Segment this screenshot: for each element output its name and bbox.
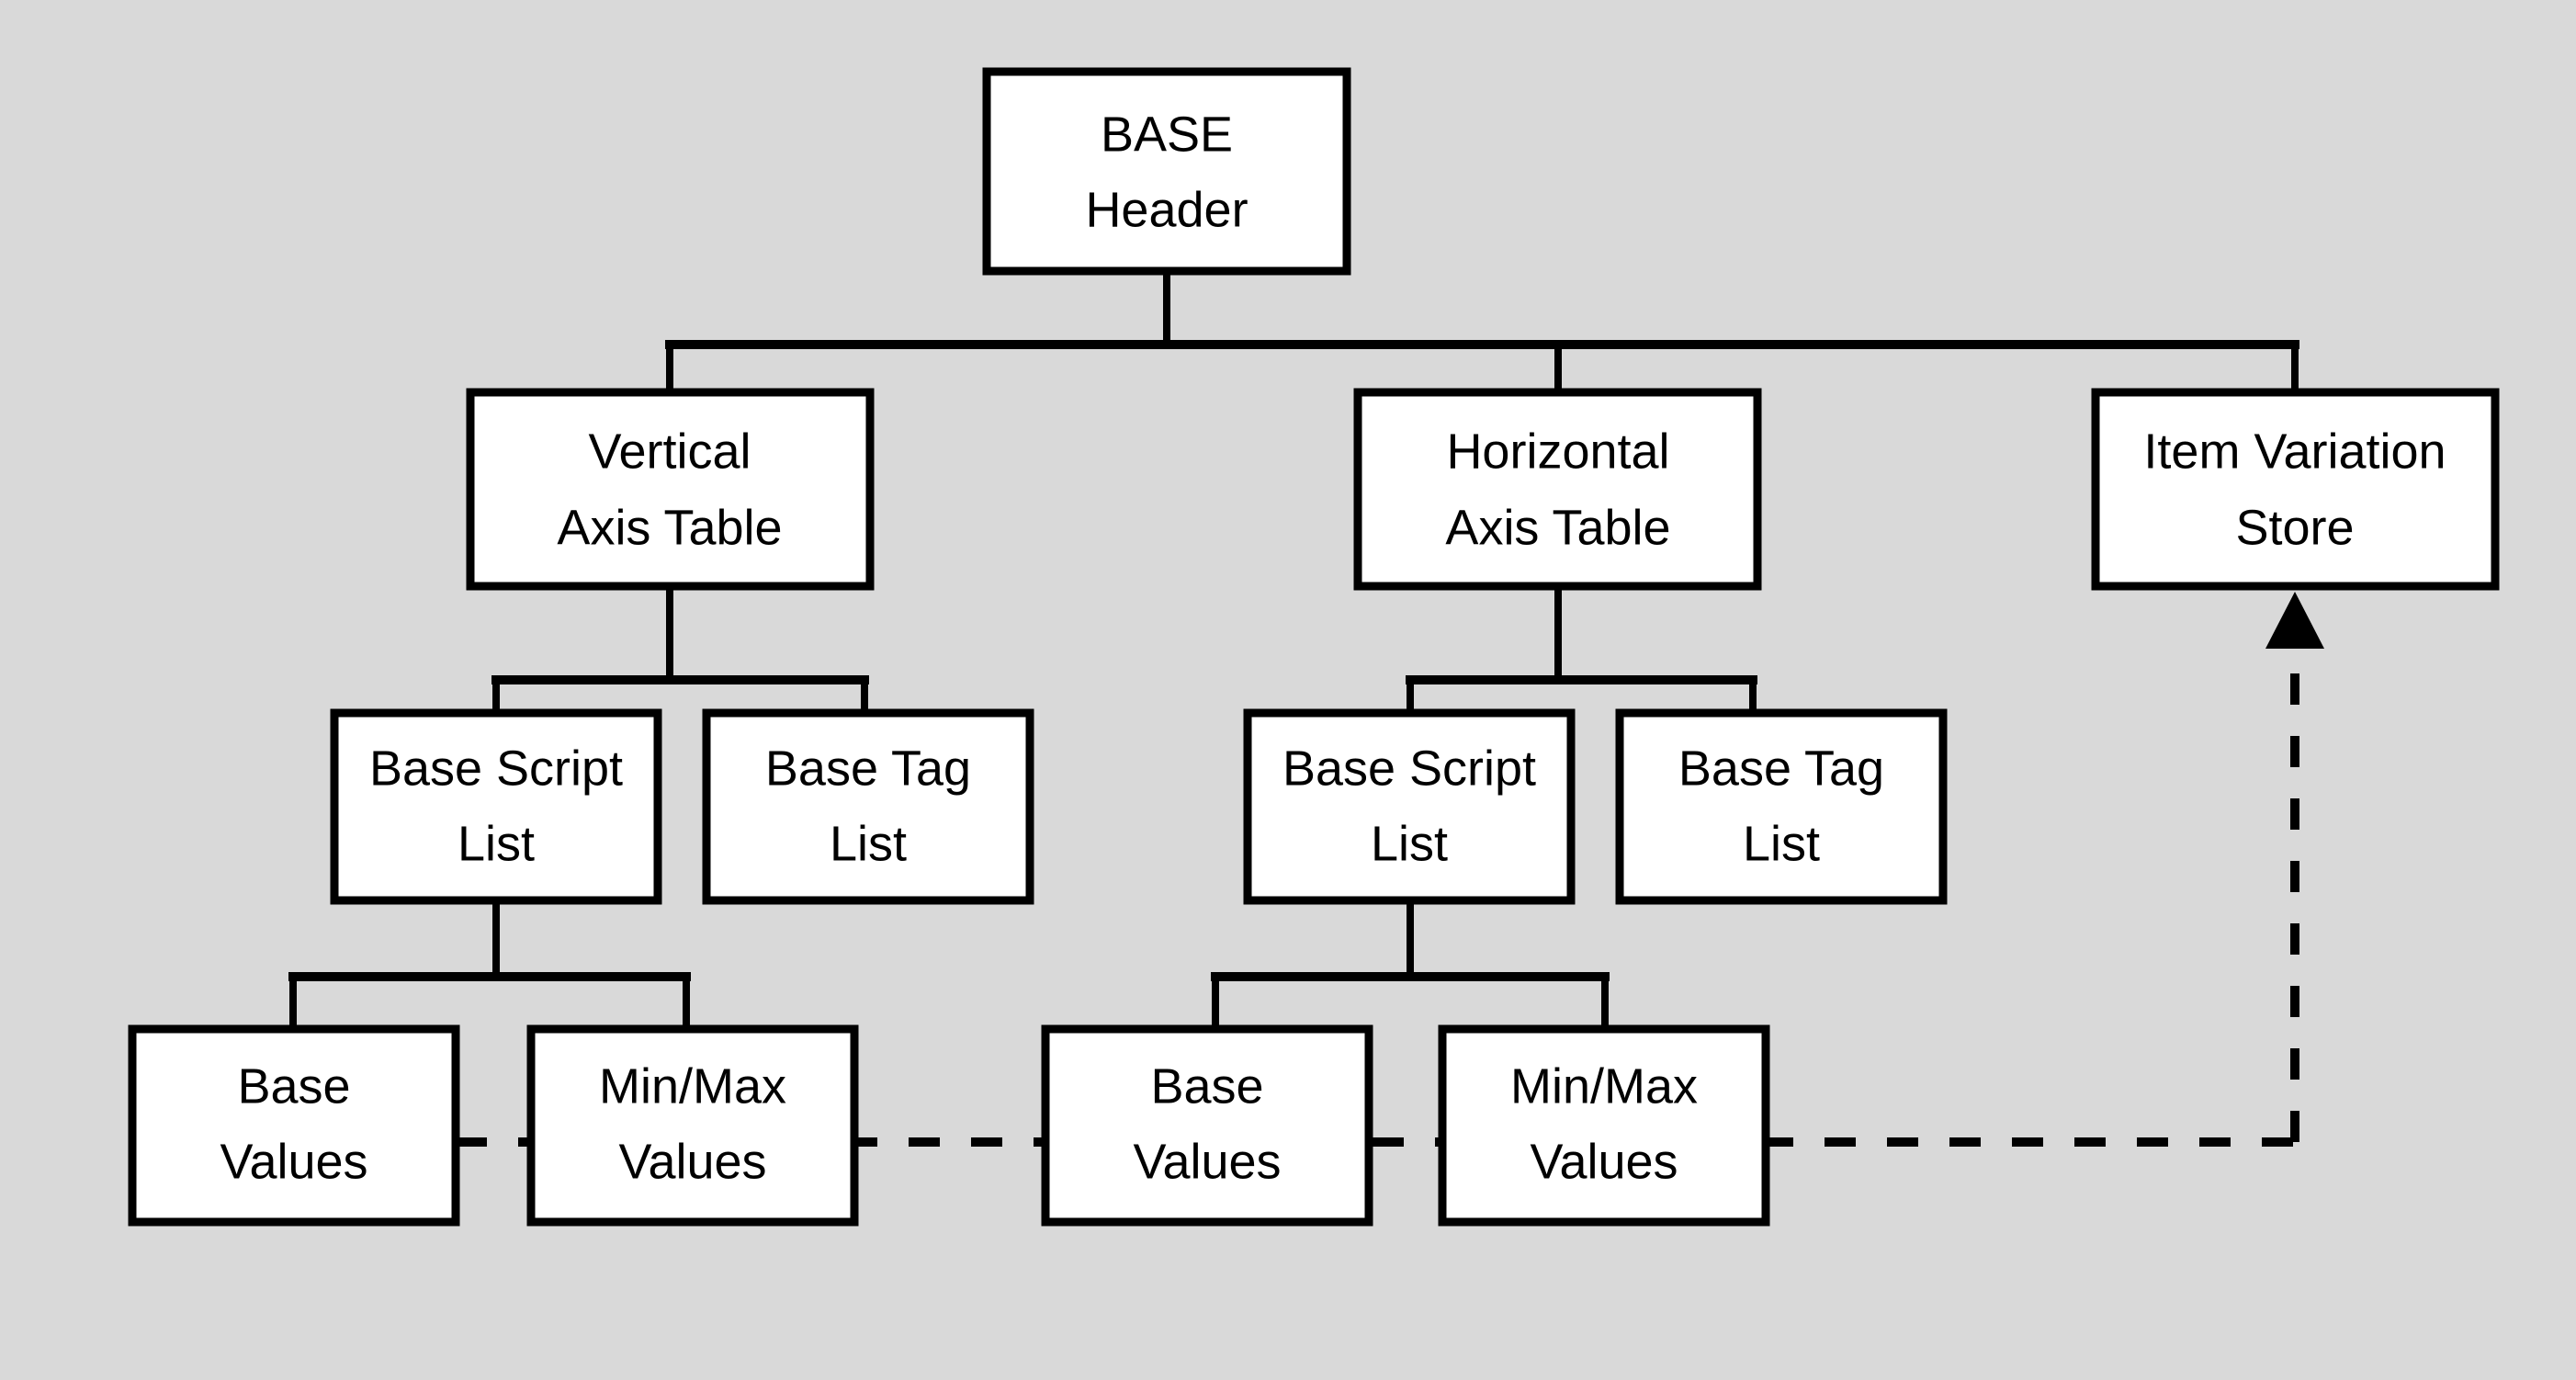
node-item-variation-store-label-line1: Item Variation [2143,424,2446,479]
node-h-minmax-values-label-line2: Values [1530,1134,1678,1189]
node-h-base-script-list-box[interactable] [1243,708,1576,905]
node-v-minmax-values[interactable]: Min/Max Values [526,1024,859,1227]
node-h-base-values-box[interactable] [1041,1024,1373,1227]
node-v-base-script-list-label-line1: Base Script [369,741,623,796]
node-v-base-script-list-box[interactable] [330,708,662,905]
node-v-minmax-values-label-line2: Values [618,1134,766,1189]
node-h-base-tag-list-label-line1: Base Tag [1678,741,1884,796]
node-v-base-values[interactable]: Base Values [128,1024,460,1227]
node-h-base-values[interactable]: Base Values [1041,1024,1373,1227]
node-v-minmax-values-label-line1: Min/Max [599,1058,786,1114]
node-v-base-tag-list-label-line2: List [830,816,907,871]
node-item-variation-store[interactable]: Item Variation Store [2091,388,2500,591]
node-h-base-script-list-label-line2: List [1371,816,1448,871]
arrow-head-into-item-variation-store [2265,592,2324,649]
node-horizontal-axis-table-box[interactable] [1353,388,1762,591]
node-v-base-script-list[interactable]: Base Script List [330,708,662,905]
node-base-header[interactable]: BASE Header [982,67,1351,276]
node-horizontal-axis-table-label-line2: Axis Table [1445,500,1670,555]
node-base-header-label-line1: BASE [1101,107,1233,162]
node-v-base-script-list-label-line2: List [458,816,535,871]
node-h-base-tag-list-label-line2: List [1743,816,1820,871]
node-v-base-values-label-line2: Values [220,1134,367,1189]
node-v-base-values-box[interactable] [128,1024,460,1227]
node-v-base-tag-list[interactable]: Base Tag List [702,708,1034,905]
node-horizontal-axis-table[interactable]: Horizontal Axis Table [1353,388,1762,591]
node-h-base-tag-list-box[interactable] [1615,708,1948,905]
node-vertical-axis-table-label-line1: Vertical [588,424,751,479]
node-h-base-script-list[interactable]: Base Script List [1243,708,1576,905]
node-base-header-label-line2: Header [1085,182,1248,237]
node-h-minmax-values-box[interactable] [1438,1024,1770,1227]
node-v-base-tag-list-label-line1: Base Tag [765,741,971,796]
node-h-minmax-values[interactable]: Min/Max Values [1438,1024,1770,1227]
node-item-variation-store-box[interactable] [2091,388,2500,591]
node-horizontal-axis-table-label-line1: Horizontal [1446,424,1669,479]
node-h-base-tag-list[interactable]: Base Tag List [1615,708,1948,905]
node-vertical-axis-table-box[interactable] [466,388,875,591]
node-h-base-values-label-line1: Base [1150,1058,1263,1114]
node-h-minmax-values-label-line1: Min/Max [1510,1058,1698,1114]
node-base-header-box[interactable] [982,67,1351,276]
node-vertical-axis-table-label-line2: Axis Table [557,500,782,555]
node-v-minmax-values-box[interactable] [526,1024,859,1227]
node-h-base-script-list-label-line1: Base Script [1282,741,1536,796]
node-v-base-tag-list-box[interactable] [702,708,1034,905]
node-v-base-values-label-line1: Base [237,1058,350,1114]
node-item-variation-store-label-line2: Store [2235,500,2354,555]
node-vertical-axis-table[interactable]: Vertical Axis Table [466,388,875,591]
node-h-base-values-label-line2: Values [1133,1134,1281,1189]
